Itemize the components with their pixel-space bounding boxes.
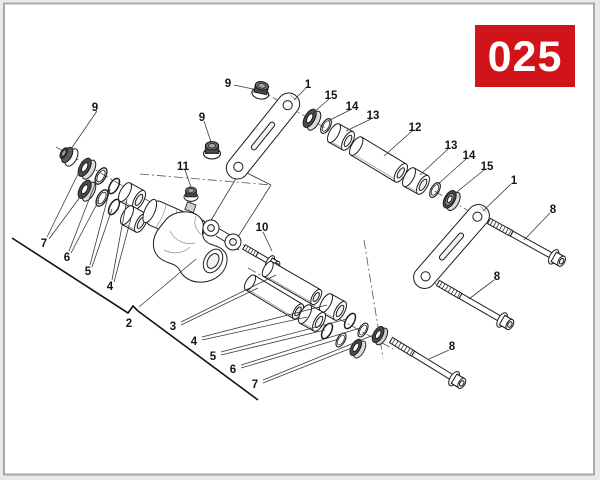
callout-labels: 9 9 9 11 1 15 14 13 12 13 14 15 1 8 8 8 … — [41, 78, 557, 391]
callout-6l: 6 — [64, 252, 70, 264]
leader-lines — [46, 84, 551, 384]
callout-9c: 9 — [199, 112, 205, 124]
callout-7r: 7 — [252, 379, 258, 391]
callout-12: 12 — [409, 122, 422, 134]
badge-number: 025 — [488, 33, 563, 81]
callout-13b: 13 — [445, 140, 458, 152]
callout-6r: 6 — [230, 364, 236, 376]
callout-3: 3 — [170, 321, 176, 333]
callout-14a: 14 — [346, 101, 359, 113]
part-rocker-casting-2 — [142, 198, 242, 283]
callout-1a: 1 — [305, 79, 312, 91]
callout-8c: 8 — [449, 341, 456, 353]
callout-8b: 8 — [494, 271, 501, 283]
badge-background — [475, 25, 575, 87]
callout-5l: 5 — [85, 266, 92, 278]
part-washer-7d — [371, 326, 389, 346]
callout-9b: 9 — [225, 78, 231, 90]
part-nut-11 — [183, 186, 199, 202]
callout-10: 10 — [256, 222, 269, 234]
callout-13a: 13 — [367, 110, 380, 122]
callout-9a: 9 — [92, 102, 98, 114]
callout-4r: 4 — [191, 336, 198, 348]
part-nut-9c — [202, 141, 222, 160]
callout-1b: 1 — [511, 175, 518, 187]
callout-15b: 15 — [481, 161, 494, 173]
part-2-bracket — [11, 237, 259, 401]
page-number-badge: 025 — [475, 25, 575, 87]
callout-5r: 5 — [210, 351, 217, 363]
callout-8a: 8 — [550, 204, 557, 216]
callout-4l: 4 — [107, 281, 114, 293]
callout-14b: 14 — [463, 150, 476, 162]
callout-7l: 7 — [41, 238, 47, 250]
callout-11: 11 — [177, 161, 190, 173]
callout-15a: 15 — [325, 90, 338, 102]
callout-2: 2 — [126, 318, 132, 330]
part-bearing-15b — [442, 190, 461, 212]
